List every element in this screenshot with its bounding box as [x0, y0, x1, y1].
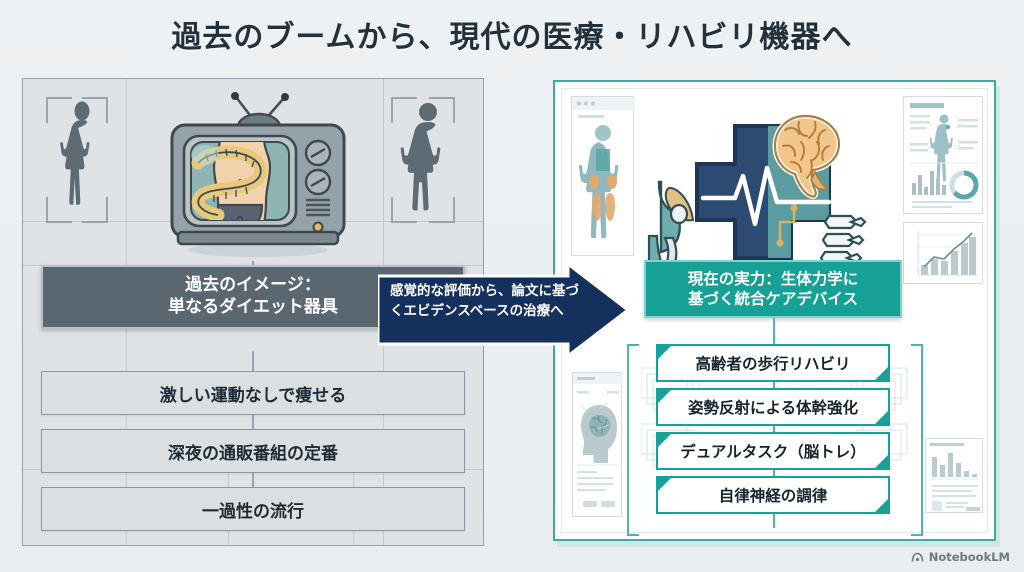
notebooklm-logo-icon — [911, 552, 924, 562]
notebooklm-watermark: NotebookLM — [911, 550, 1010, 564]
left-item-0[interactable]: 激しい運動なしで痩せる — [41, 371, 465, 415]
left-item-2[interactable]: 一過性の流行 — [41, 487, 465, 531]
frame-bracket-top-right — [82, 97, 108, 123]
right-item-2[interactable]: デュアルタスク（脳トレ） — [656, 432, 890, 470]
right-item-0[interactable]: 高齢者の歩行リハビリ — [656, 344, 890, 382]
left-connector-1 — [252, 351, 254, 371]
anatomy-infographic-card — [903, 96, 983, 214]
right-item-connector-3 — [773, 514, 775, 528]
left-bracket-group — [627, 344, 639, 536]
frame-bracket-bottom-left-2 — [391, 197, 417, 223]
growth-bar-chart-card — [903, 222, 983, 284]
frame-bracket-top-left-2 — [391, 97, 417, 123]
left-connector-2 — [252, 409, 254, 429]
left-item-1[interactable]: 深夜の通販番組の定番 — [41, 429, 465, 473]
left-header-line1: 過去のイメージ： — [185, 275, 321, 296]
left-connector-3 — [252, 467, 254, 487]
female-body-silhouette-icon — [60, 101, 90, 205]
right-item-3[interactable]: 自律神経の調律 — [656, 476, 890, 514]
notebooklm-watermark-label: NotebookLM — [928, 550, 1010, 564]
bar-chart-report-card — [925, 438, 983, 513]
right-item-1-label: 姿勢反射による体幹強化 — [687, 399, 859, 417]
arrow-text-line2: くエビデンスベースの治療へ — [390, 302, 564, 319]
right-header-line1: 現在の実力：生体力学に — [687, 269, 859, 288]
page-title: 過去のブームから、現代の医療・リハビリ機器へ — [171, 20, 853, 55]
left-item-1-label: 深夜の通販番組の定番 — [168, 443, 338, 464]
frame-bracket-bottom-right-2 — [429, 197, 455, 223]
arrow-text-line1: 感覚的な評価から、論文に基づ — [390, 283, 579, 299]
anatomy-muscle-figure-card — [571, 96, 635, 256]
frame-bracket-bottom-right — [82, 197, 108, 223]
medical-cross-illustration — [643, 96, 893, 286]
right-header-box[interactable]: 現在の実力：生体力学に 基づく統合ケアデバイス — [644, 260, 902, 318]
right-header-line2: 基づく統合ケアデバイス — [687, 290, 859, 308]
retro-tv-illustration — [158, 87, 358, 262]
frame-bracket-bottom-left — [46, 197, 72, 223]
left-item-2-label: 一過性の流行 — [202, 501, 304, 522]
left-header-line2: 単なるダイエット器具 — [168, 297, 338, 317]
brain-head-scan-card — [572, 372, 623, 517]
right-item-0-label: 高齢者の歩行リハビリ — [695, 355, 851, 373]
male-body-silhouette-icon — [400, 103, 441, 211]
right-bracket-group — [911, 344, 923, 536]
right-item-3-label: 自律神経の調律 — [718, 487, 828, 505]
right-item-1[interactable]: 姿勢反射による体幹強化 — [656, 388, 890, 426]
right-connector-stem — [773, 318, 775, 344]
transition-arrow: 感覚的な評価から、論文に基づ くエビデンスベースの治療へ — [378, 262, 628, 358]
arrow-text: 感覚的な評価から、論文に基づ くエビデンスベースの治療へ — [390, 282, 590, 321]
right-item-2-label: デュアルタスク（脳トレ） — [680, 443, 866, 461]
left-item-0-label: 激しい運動なしで痩せる — [159, 385, 347, 406]
frame-bracket-top-right-2 — [429, 97, 455, 123]
frame-bracket-top-left — [46, 97, 72, 123]
